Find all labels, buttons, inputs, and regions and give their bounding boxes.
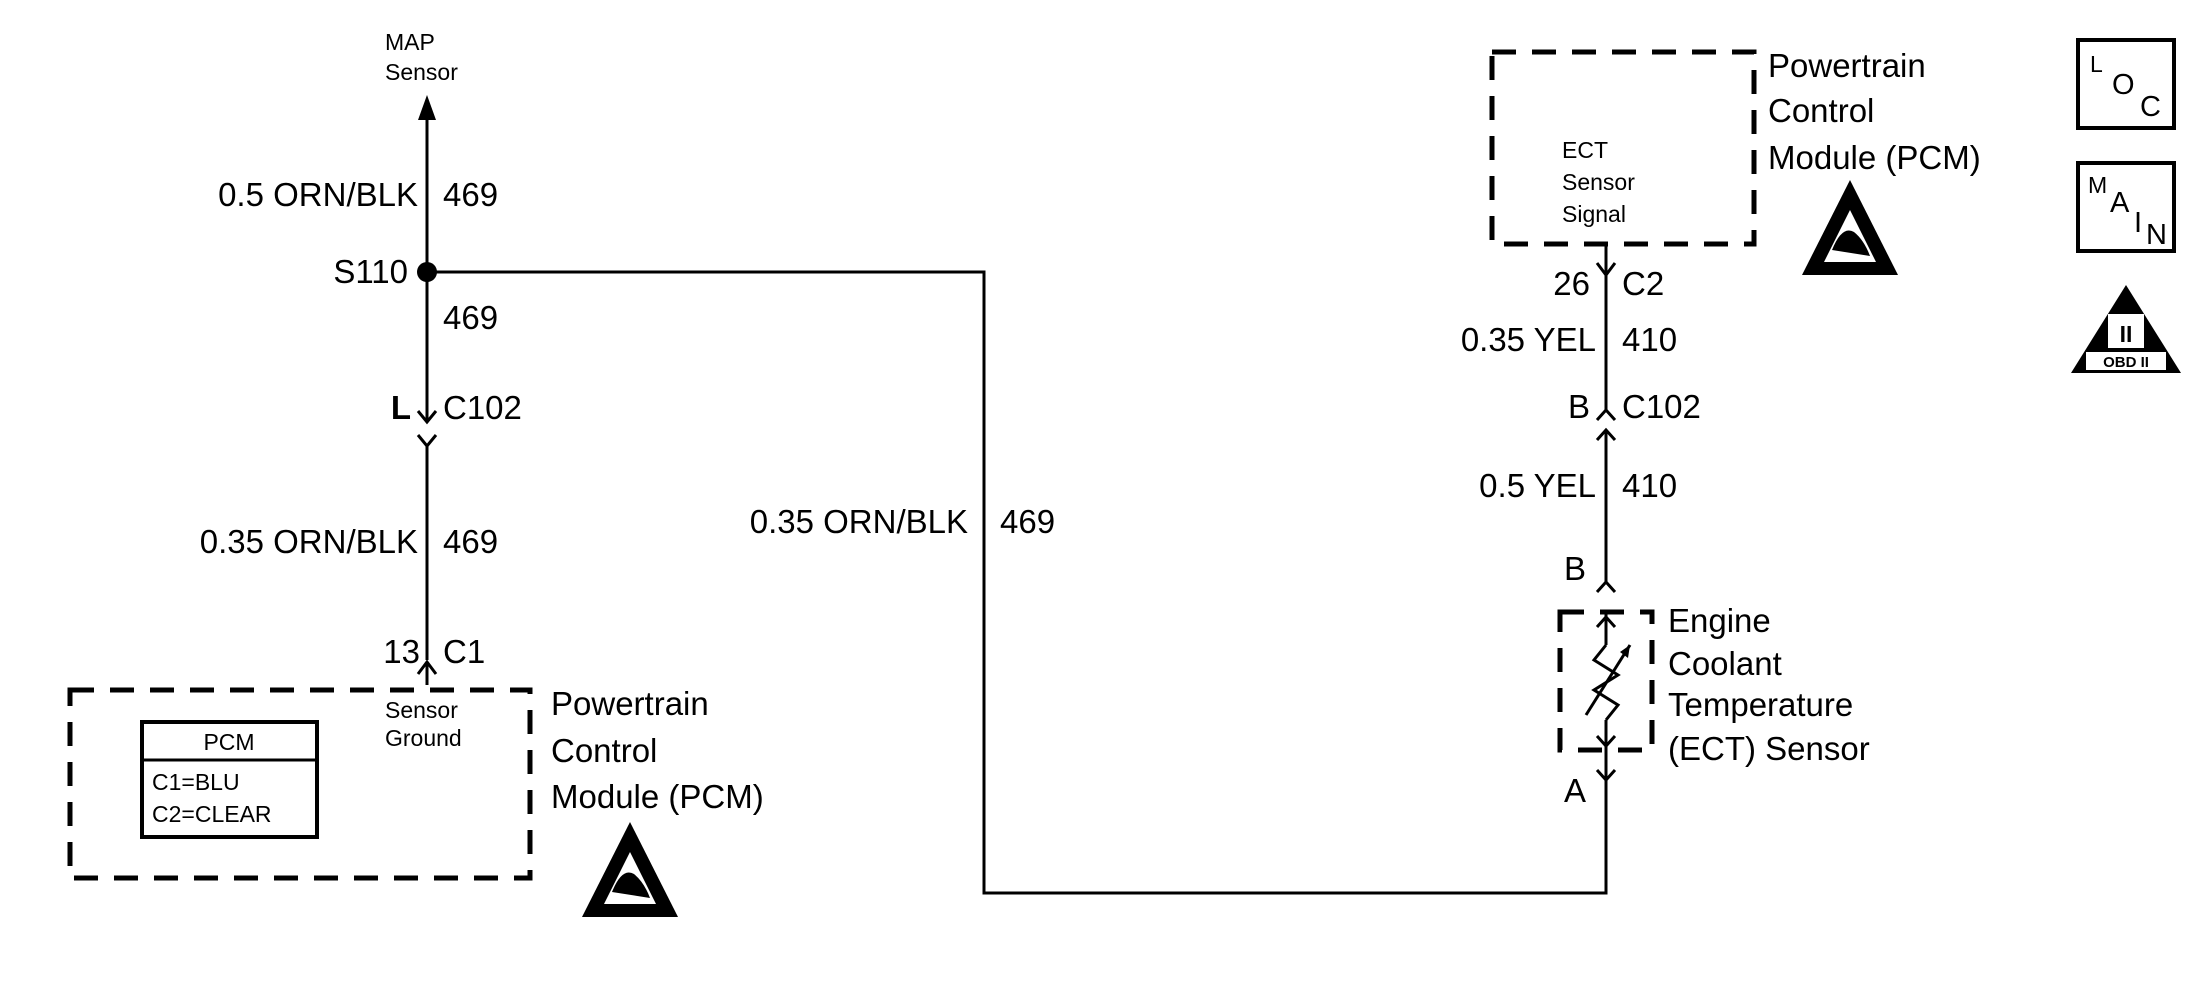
map-sensor-arrow-icon — [418, 95, 436, 120]
ect-sensor-label-line3: Temperature — [1668, 686, 1853, 723]
pcm-right-pin-function-line3: Signal — [1562, 201, 1626, 227]
pcm-legend-title: PCM — [203, 729, 254, 755]
connector-c102-left-name: C102 — [443, 389, 522, 426]
esd-warning-icon — [582, 822, 678, 917]
map-sensor-label-line1: MAP — [385, 29, 435, 55]
pcm-right-pin-function-line1: ECT — [1562, 137, 1608, 163]
ect-sensor-pin-b-icon — [1595, 579, 1617, 594]
svg-text:OBD II: OBD II — [2103, 354, 2149, 371]
pcm-left-label-line1: Powertrain — [551, 685, 709, 722]
svg-text:II: II — [2120, 321, 2133, 347]
connector-c102-right-name: C102 — [1622, 388, 1701, 425]
connector-c102-right-female-icon — [1595, 407, 1617, 422]
pcm-legend-c1: C1=BLU — [152, 769, 240, 795]
connector-c102-left-female-icon — [416, 410, 438, 425]
pcm-right-pin-function-line2: Sensor — [1562, 169, 1635, 195]
wire-469-upper-gauge-color: 0.5 ORN/BLK — [218, 176, 418, 213]
loc-icon[interactable]: L O C — [2076, 38, 2176, 130]
wire-469-upper-circuit: 469 — [443, 176, 498, 213]
svg-text:C: C — [2140, 91, 2161, 123]
svg-text:A: A — [2110, 187, 2130, 219]
wire-469-lower-circuit: 469 — [443, 523, 498, 560]
pcm-right-label-line1: Powertrain — [1768, 47, 1926, 84]
svg-text:O: O — [2112, 69, 2135, 101]
pcm-connector-legend: PCM C1=BLU C2=CLEAR — [140, 720, 319, 839]
connector-c102-left-male-icon — [416, 434, 438, 449]
middle-wire-group: 0.35 ORN/BLK 469 — [427, 270, 1608, 895]
wire-469-ground-return[interactable] — [427, 270, 1608, 895]
wire-410-upper-circuit: 410 — [1622, 321, 1677, 358]
ect-sensor-label-line2: Coolant — [1668, 645, 1782, 682]
esd-warning-icon — [1802, 180, 1898, 275]
connector-c102-left-pin: L — [391, 389, 411, 426]
pcm-right-module-box[interactable] — [1489, 49, 1757, 247]
svg-text:M: M — [2088, 172, 2107, 198]
svg-text:I: I — [2134, 207, 2142, 239]
right-circuit: ECT Sensor Signal Powertrain Control Mod… — [1461, 47, 1981, 809]
ect-sensor-label-line1: Engine — [1668, 602, 1771, 639]
pcm-left-pin-function-line1: Sensor — [385, 697, 458, 723]
connector-c102-right-pin: B — [1568, 388, 1590, 425]
thermistor-icon — [1584, 612, 1632, 750]
svg-text:L: L — [2090, 51, 2103, 77]
map-sensor-label-line2: Sensor — [385, 59, 458, 85]
ect-sensor-label-line4: (ECT) Sensor — [1668, 730, 1870, 767]
wire-410-lower-circuit: 410 — [1622, 467, 1677, 504]
connector-c2-name: C2 — [1622, 265, 1664, 302]
ect-sensor-pin-a-label: A — [1564, 772, 1586, 809]
svg-text:N: N — [2146, 219, 2167, 251]
pcm-left-pin-function-line2: Ground — [385, 725, 462, 751]
splice-circuit-469-label: 469 — [443, 299, 498, 336]
connector-c2-pin: 26 — [1553, 265, 1590, 302]
pcm-left-label-line2: Control — [551, 732, 657, 769]
left-circuit: MAP Sensor 0.5 ORN/BLK 469 S110 469 L C1… — [67, 29, 764, 917]
pcm-legend-c2: C2=CLEAR — [152, 801, 272, 827]
connector-c1-name: C1 — [443, 633, 485, 670]
main-icon[interactable]: M A I N — [2076, 161, 2176, 253]
wire-410-lower-gauge-color: 0.5 YEL — [1479, 467, 1596, 504]
wire-469-middle-gauge-color: 0.35 ORN/BLK — [750, 503, 968, 540]
wire-410-upper-gauge-color: 0.35 YEL — [1461, 321, 1596, 358]
pcm-left-module-box[interactable] — [67, 687, 533, 881]
splice-s110-label: S110 — [333, 253, 408, 290]
pcm-left-label-line3: Module (PCM) — [551, 778, 764, 815]
obd-ii-icon[interactable]: II OBD II — [2071, 285, 2181, 373]
connector-c1-pin: 13 — [383, 633, 420, 670]
pcm-right-label-line2: Control — [1768, 92, 1874, 129]
wire-469-middle-circuit: 469 — [1000, 503, 1055, 540]
pcm-right-label-line3: Module (PCM) — [1768, 139, 1981, 176]
ect-sensor-pin-b-label: B — [1564, 550, 1586, 587]
wire-469-lower-gauge-color: 0.35 ORN/BLK — [200, 523, 418, 560]
